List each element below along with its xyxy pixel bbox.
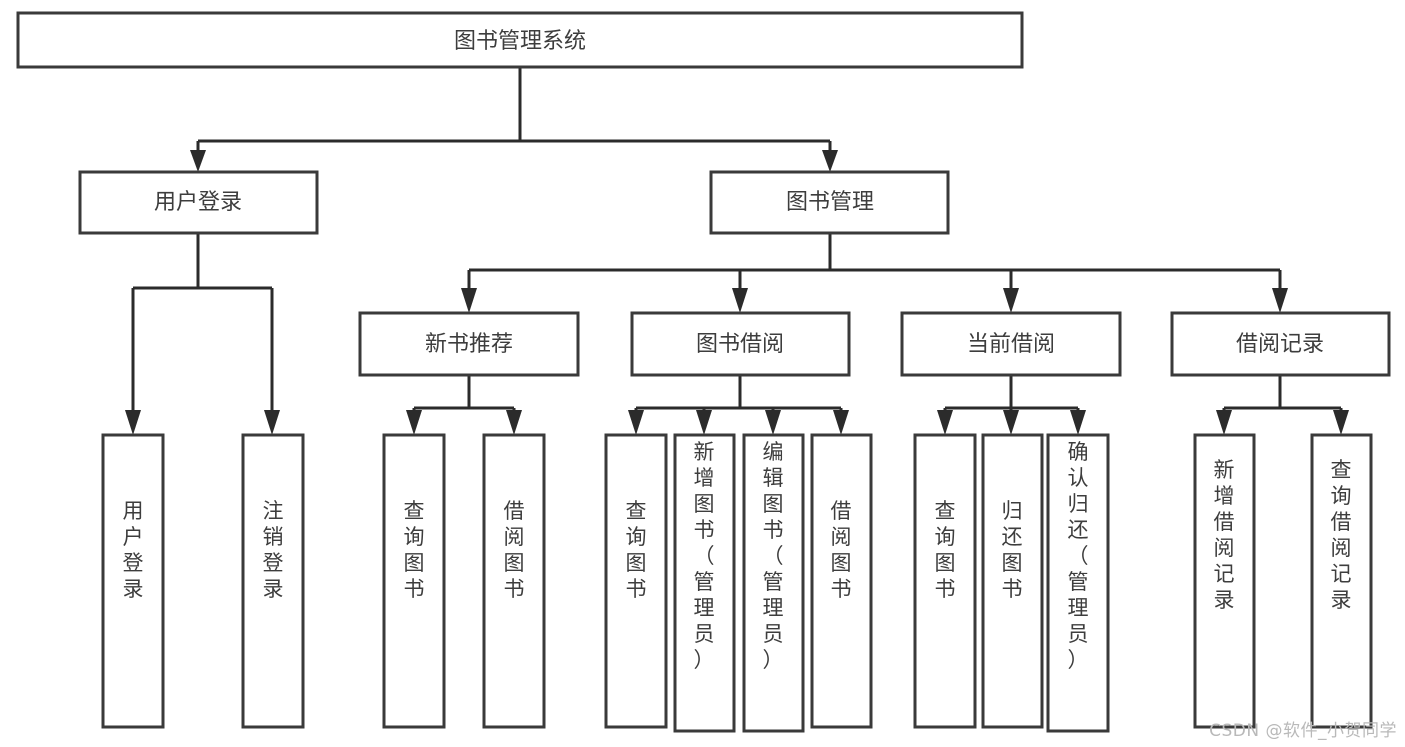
arrow-borrow-leaf-2 <box>696 410 712 435</box>
arrow-current-leaf-3 <box>1070 410 1086 435</box>
leaf-query-book-3-box[interactable] <box>913 433 977 729</box>
arrow-userlogin-leaf-2 <box>264 410 280 435</box>
node-book-borrow[interactable]: 图书借阅 <box>630 311 851 377</box>
node-new-book-recommend-box[interactable] <box>358 311 580 377</box>
leaf-borrow-book-1-label: 借阅图书 <box>504 499 525 601</box>
leaf-return-book-label: 归还图书 <box>1002 499 1023 601</box>
node-book-management-label: 图书管理 <box>786 190 874 215</box>
node-book-borrow-label: 图书借阅 <box>696 332 784 357</box>
leaf-query-book-2[interactable]: 查询图书 <box>604 433 668 729</box>
leaf-add-borrow-record-box[interactable] <box>1193 433 1256 729</box>
leaf-add-borrow-record[interactable]: 新增借阅记录 <box>1193 433 1256 729</box>
arrow-bookmgmt-to-record <box>1272 288 1288 313</box>
connector-current-bus <box>943 375 1080 412</box>
leaf-borrow-book-2[interactable]: 借阅图书 <box>810 433 873 729</box>
node-root-box[interactable] <box>16 11 1024 69</box>
connector-bookmgmt-bus <box>467 233 1282 288</box>
leaf-query-book-3[interactable]: 查询图书 <box>913 433 977 729</box>
leaf-query-book-1-box[interactable] <box>382 433 446 729</box>
arrow-newbook-leaf-1 <box>406 410 422 435</box>
arrow-bookmgmt-to-current <box>1003 288 1019 313</box>
leaf-confirm-return-admin-box[interactable] <box>1046 433 1110 733</box>
leaf-edit-book-admin-box[interactable] <box>742 433 805 733</box>
leaf-borrow-book-2-box[interactable] <box>810 433 873 729</box>
leaf-add-book-admin[interactable]: 新增图书（管理员） <box>673 433 736 733</box>
leaf-borrow-book-2-label: 借阅图书 <box>831 499 852 601</box>
leaf-query-book-2-label: 查询图书 <box>626 499 647 601</box>
node-new-book-recommend-label: 新书推荐 <box>425 332 513 357</box>
leaf-confirm-return-admin-label: 确认归还（管理员） <box>1068 440 1089 672</box>
leaf-query-book-2-box[interactable] <box>604 433 668 729</box>
connector-root-to-level2 <box>196 67 832 160</box>
leaf-query-book-3-label: 查询图书 <box>935 499 956 601</box>
arrow-current-leaf-1 <box>937 410 953 435</box>
node-user-login-label: 用户登录 <box>154 190 242 215</box>
arrow-current-leaf-2 <box>1003 410 1019 435</box>
node-borrow-record-box[interactable] <box>1170 311 1391 377</box>
leaf-add-borrow-record-label: 新增借阅记录 <box>1214 458 1235 612</box>
arrow-record-leaf-2 <box>1333 410 1349 435</box>
arrow-root-to-user-login <box>190 150 206 172</box>
node-borrow-record-label: 借阅记录 <box>1236 332 1324 357</box>
leaf-add-book-admin-box[interactable] <box>673 433 736 733</box>
node-book-management[interactable]: 图书管理 <box>709 170 950 235</box>
connector-borrow-bus <box>634 375 843 412</box>
arrow-borrow-leaf-1 <box>628 410 644 435</box>
leaf-query-borrow-record[interactable]: 查询借阅记录 <box>1310 433 1373 729</box>
node-borrow-record[interactable]: 借阅记录 <box>1170 311 1391 377</box>
connector-layer <box>125 67 1349 435</box>
leaf-user-login-label: 用户登录 <box>123 499 144 601</box>
leaf-return-book[interactable]: 归还图书 <box>981 433 1044 729</box>
leaf-edit-book-admin-label: 编辑图书（管理员） <box>763 440 784 672</box>
leaf-add-book-admin-label: 新增图书（管理员） <box>694 440 715 672</box>
leaf-logout[interactable]: 注销登录 <box>241 433 305 729</box>
node-current-borrow-label: 当前借阅 <box>967 332 1055 357</box>
node-root[interactable]: 图书管理系统 <box>16 11 1024 69</box>
connector-newbook-bus <box>412 375 516 412</box>
node-new-book-recommend[interactable]: 新书推荐 <box>358 311 580 377</box>
leaf-user-login[interactable]: 用户登录 <box>101 433 165 729</box>
node-book-management-box[interactable] <box>709 170 950 235</box>
arrow-userlogin-leaf-1 <box>125 410 141 435</box>
arrow-newbook-leaf-2 <box>506 410 522 435</box>
node-current-borrow-box[interactable] <box>900 311 1122 377</box>
arrow-record-leaf-1 <box>1216 410 1232 435</box>
arrow-bookmgmt-to-borrow <box>732 288 748 313</box>
arrow-bookmgmt-to-newbook <box>461 288 477 313</box>
leaf-user-login-box[interactable] <box>101 433 165 729</box>
connector-userlogin-bus <box>131 233 274 410</box>
arrow-borrow-leaf-3 <box>765 410 781 435</box>
leaf-borrow-book-1[interactable]: 借阅图书 <box>482 433 546 729</box>
node-user-login-box[interactable] <box>78 170 319 235</box>
leaf-logout-label: 注销登录 <box>263 499 284 601</box>
arrow-root-to-book-mgmt <box>822 150 838 172</box>
leaf-query-book-1[interactable]: 查询图书 <box>382 433 446 729</box>
arrow-borrow-leaf-4 <box>833 410 849 435</box>
node-current-borrow[interactable]: 当前借阅 <box>900 311 1122 377</box>
connector-record-bus <box>1222 375 1343 412</box>
leaf-edit-book-admin[interactable]: 编辑图书（管理员） <box>742 433 805 733</box>
leaf-logout-box[interactable] <box>241 433 305 729</box>
leaf-layer: 用户登录 注销登录 查询图书 借阅图书 查询图书 新增图书（管理员） 编辑图书（… <box>101 433 1373 733</box>
leaf-query-book-1-label: 查询图书 <box>404 499 425 601</box>
leaf-query-borrow-record-label: 查询借阅记录 <box>1331 458 1352 612</box>
leaf-borrow-book-1-box[interactable] <box>482 433 546 729</box>
leaf-query-borrow-record-box[interactable] <box>1310 433 1373 729</box>
node-book-borrow-box[interactable] <box>630 311 851 377</box>
node-root-label: 图书管理系统 <box>454 29 586 54</box>
leaf-return-book-box[interactable] <box>981 433 1044 729</box>
node-user-login[interactable]: 用户登录 <box>78 170 319 235</box>
leaf-confirm-return-admin[interactable]: 确认归还（管理员） <box>1046 433 1110 733</box>
